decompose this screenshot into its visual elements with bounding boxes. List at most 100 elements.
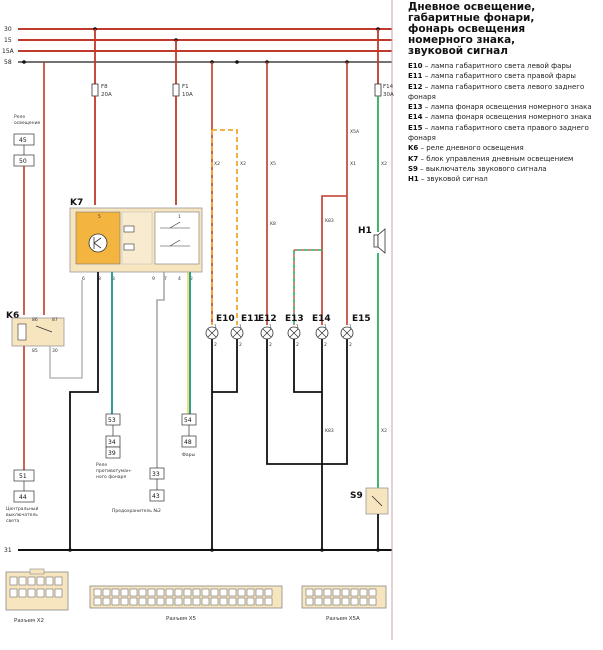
k7-control-unit: K7 5 1 6 8 3 9 7 4 2 [69,198,203,282]
k6-label: K6 [6,311,19,321]
box-34: 34 [108,439,116,446]
box-33: 33 [152,471,160,478]
box-39: 39 [108,450,116,457]
lamp-e15-label: E15 [352,314,371,324]
k7-pin-9: 9 [152,276,155,282]
lamp-e14-label: E14 [312,314,331,324]
k7-pin-4: 4 [178,276,181,282]
k6-pin-85: 85 [32,348,38,354]
s9-label: S9 [350,491,363,501]
legend-item-text: – лампа габаритного света левого заднего… [408,82,585,101]
k7-label: K7 [70,198,83,208]
k7-pin-3: 3 [112,276,115,282]
legend-item-text: – звуковой сигнал [418,175,488,184]
fuse-f1 [172,83,180,97]
lamp-e15-pin1: 1 [349,324,352,330]
relay-label: Реле освещение [14,114,41,126]
k7-pin-top-1: 1 [178,214,181,220]
legend-item-code: E10 [408,62,423,70]
lamp-e10-pin1: 1 [214,324,217,330]
lamp-e11: E11 1 2 [230,314,260,348]
lamp-e10-label: E10 [216,314,235,324]
legend-item-code: E15 [408,123,423,132]
rail-label-15a: 15A [2,48,15,55]
legend: Дневное освещение, габаритные фонари, фо… [408,2,600,185]
legend-item: E13 – лампа фонаря освещения номерного з… [408,102,600,112]
legend-item-code: S9 [408,164,418,173]
legend-item: H1 – звуковой сигнал [408,174,600,184]
box-45: 45 [19,137,27,144]
lamps: E10 1 2 E11 1 2 E12 1 2 E13 1 2 [205,314,371,348]
relay-feed-branch: Реле освещение 45 50 [13,62,45,315]
connector-x5a-label: Разъем X5A [326,616,360,622]
k7-pin-top-5: 5 [98,214,101,220]
fuse-f8 [91,83,99,97]
rail-label-31: 31 [4,547,12,554]
box-51: 51 [19,473,27,480]
legend-item: E14 – лампа фонаря освещения номерного з… [408,112,600,122]
fary-label: Фары [182,452,195,458]
legend-title: Дневное освещение, габаритные фонари, фо… [408,1,536,57]
tag-x2-h1: X2 [381,161,387,167]
box-53: 53 [108,417,116,424]
box-44: 44 [19,494,27,501]
lamp-e11-pin1: 1 [239,324,242,330]
legend-item: E11 – лампа габаритного света правой фар… [408,71,600,81]
lamp-e12-label: E12 [258,314,277,324]
relay-fog-label: Реле противотуман-ного фонаря [96,462,132,480]
lamp-e15: E15 1 2 [340,314,371,348]
fuse-f14-id: F14 [383,84,394,90]
connector-x5a: Разъем X5A [301,585,387,622]
pred2-label: Предохранитель №2 [112,508,161,514]
connector-x2: Разъем X2 [5,568,69,624]
legend-item-text: – лампа фонаря освещения номерного знака [422,103,592,112]
k7-pin-2: 2 [190,276,193,282]
lamp-e11-pin2: 2 [239,342,242,348]
legend-item: E12 – лампа габаритного света левого зад… [408,82,600,103]
tag-k8-e12: K8 [270,221,276,227]
connector-x5-label: Разъем X5 [166,616,197,622]
k7-pin-6: 6 [82,276,85,282]
lamp-e14-pin1: 1 [324,324,327,330]
connector-x2-label: Разъем X2 [14,618,44,624]
lamp-e13-label: E13 [285,314,304,324]
legend-item-code: K7 [408,154,419,163]
horn-icon [377,228,386,254]
lamp-e14: E14 1 2 [312,314,331,348]
legend-item: K6 – реле дневного освещения [408,143,600,153]
box-43: 43 [152,493,160,500]
k6-relay: K6 86 87 85 30 [6,280,83,470]
box-54: 54 [184,417,192,424]
lamp-e12-pin2: 2 [269,342,272,348]
lamp-feed-wires: X2 X2 X5 K8 X5A X1 K83 X2 [211,62,387,325]
legend-item-code: E12 [408,82,423,91]
lamp-e10-pin2: 2 [214,342,217,348]
legend-item-code: E13 [408,103,423,112]
lamp-e14-pin2: 2 [324,342,327,348]
fuse-f8-id: F8 [101,84,108,90]
legend-item-code: K6 [408,144,419,153]
rail-label-58: 58 [4,59,12,66]
k7-pin-8: 8 [98,276,101,282]
lamp-e10: E10 1 2 [205,314,235,348]
lamp-e13-pin1: 1 [296,324,299,330]
legend-item: E15 – лампа габаритного света правого за… [408,123,600,144]
legend-item-text: – блок управления дневным освещением [418,154,574,163]
fuse-f14 [374,83,382,97]
legend-item-text: – лампа габаритного света правой фары [422,72,576,81]
fuses: F8 20A F1 10A F14 30A [91,29,394,205]
legend-item-text: – лампа габаритного света правого заднег… [408,123,589,143]
tag-x2-a: X2 [214,161,220,167]
legend-item: E10 – лампа габаритного света левой фары [408,61,600,71]
k7-output-wires: 53 34 39 Реле противотуман-ного фонаря 3… [69,272,197,550]
tag-k83-bottom: K83 [325,428,334,434]
legend-item: S9 – выключатель звукового сигнала [408,164,600,174]
k6-pin-87: 87 [52,317,58,323]
legend-item-code: E14 [408,113,423,122]
lamp-e15-pin2: 2 [349,342,352,348]
tag-x5-e12: X5 [270,161,276,167]
tag-x5a: X5A [350,129,360,135]
legend-item-code: E11 [408,72,423,81]
